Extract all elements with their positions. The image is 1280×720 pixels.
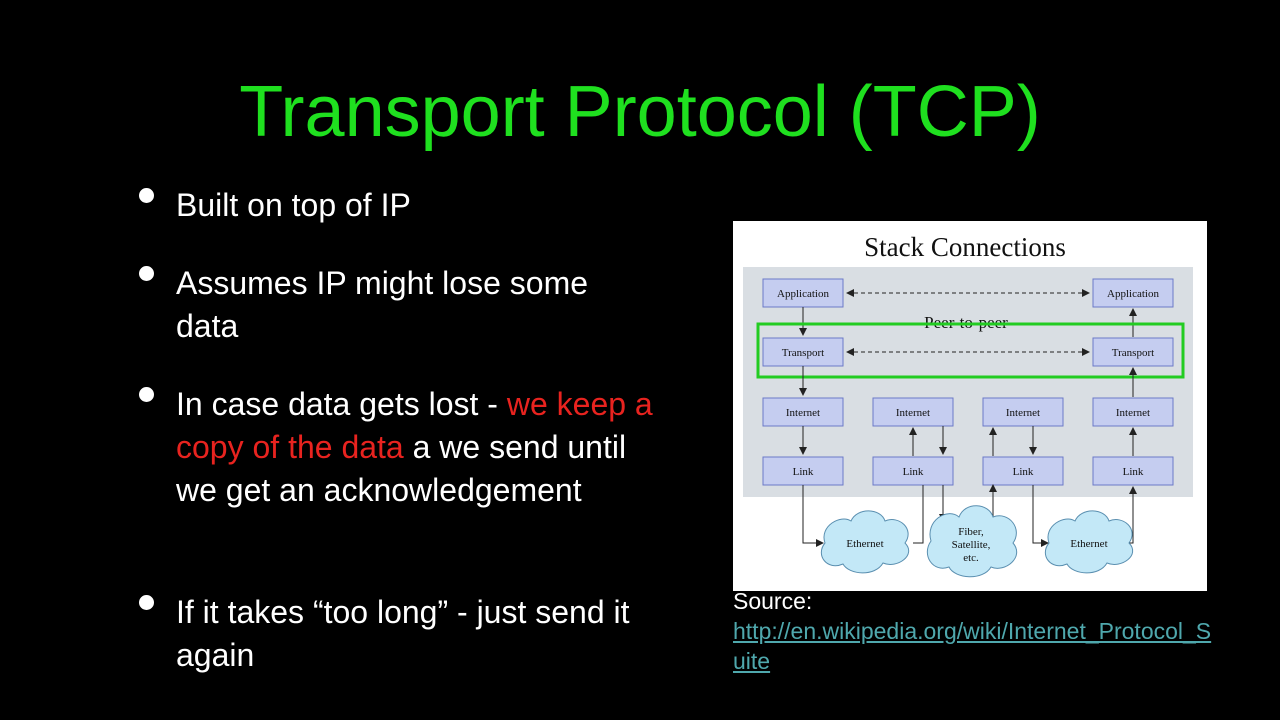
link-to-ethernet-left xyxy=(802,485,824,547)
bullet-dot-icon xyxy=(139,595,154,610)
bullet-dot-icon xyxy=(139,266,154,281)
link-label-2: Link xyxy=(903,466,924,478)
bullet-text-highlight: we keep a copy of the data xyxy=(176,386,653,465)
application-box-right xyxy=(1092,278,1174,308)
fiber-label-line-3: etc. xyxy=(963,552,979,564)
link-box-4 xyxy=(1092,456,1174,486)
bullet-text: Assumes IP might lose some data xyxy=(176,265,589,344)
bullet-item-1: Built on top of IP xyxy=(139,184,676,227)
stack-connections-diagram: Stack Connections Application Applicatio… xyxy=(733,221,1207,591)
link-box-3 xyxy=(982,456,1064,486)
internet-label-2: Internet xyxy=(896,407,930,419)
bullet-item-3: In case data gets lost - we keep a copy … xyxy=(139,383,656,512)
fiber-satellite-cloud: Fiber, Satellite, etc. xyxy=(926,505,1018,578)
ethernet-label-right: Ethernet xyxy=(1070,538,1107,550)
link-3-to-ethernet-right xyxy=(1032,485,1049,547)
internet-box-3 xyxy=(982,397,1064,427)
internet-label-3: Internet xyxy=(1006,407,1040,419)
bullet-text-after: a we send until we get an acknowledgemen… xyxy=(176,429,627,508)
transport-label-right: Transport xyxy=(1112,347,1154,359)
bullet-item-4: If it takes “too long” - just send it ag… xyxy=(139,591,676,677)
ethernet-left-to-link-2 xyxy=(913,485,924,544)
diagram-title: Stack Connections xyxy=(864,232,1066,262)
link-label-4: Link xyxy=(1123,466,1144,478)
bullet-text: If it takes “too long” - just send it ag… xyxy=(176,594,630,673)
application-label-right: Application xyxy=(1107,288,1159,300)
internet-box-1 xyxy=(762,397,844,427)
bullet-text: Built on top of IP xyxy=(176,187,411,223)
bullet-item-2: Assumes IP might lose some data xyxy=(139,262,656,348)
source-label: Source: xyxy=(733,588,813,614)
fiber-label-line-1: Fiber, xyxy=(958,526,984,538)
link-box-2 xyxy=(872,456,954,486)
transport-label-left: Transport xyxy=(782,347,824,359)
bullet-dot-icon xyxy=(139,387,154,402)
internet-box-2 xyxy=(872,397,954,427)
slide-title-text: Transport Protocol (TCP) xyxy=(239,72,1041,152)
transport-highlight-box xyxy=(756,322,1185,379)
ethernet-cloud-left: Ethernet xyxy=(820,510,910,574)
slide-title: Transport Protocol (TCP) xyxy=(0,68,1280,156)
source-citation: Source: http://en.wikipedia.org/wiki/Int… xyxy=(733,586,1213,676)
link-label-3: Link xyxy=(1013,466,1034,478)
internet-label-4: Internet xyxy=(1116,407,1150,419)
link-box-1 xyxy=(762,456,844,486)
bullet-text-before: In case data gets lost - xyxy=(176,386,507,422)
bullet-list: Built on top of IP Assumes IP might lose… xyxy=(139,184,676,677)
application-box-left xyxy=(762,278,844,308)
bullet-dot-icon xyxy=(139,188,154,203)
ethernet-cloud-right: Ethernet xyxy=(1044,510,1134,574)
internet-box-4 xyxy=(1092,397,1174,427)
internet-label-1: Internet xyxy=(786,407,820,419)
fiber-label-line-2: Satellite, xyxy=(952,539,991,551)
application-label-left: Application xyxy=(777,288,829,300)
link-label-1: Link xyxy=(793,466,814,478)
source-link[interactable]: http://en.wikipedia.org/wiki/Internet_Pr… xyxy=(733,618,1212,674)
ethernet-label-left: Ethernet xyxy=(846,538,883,550)
transport-box-right xyxy=(1092,337,1174,367)
